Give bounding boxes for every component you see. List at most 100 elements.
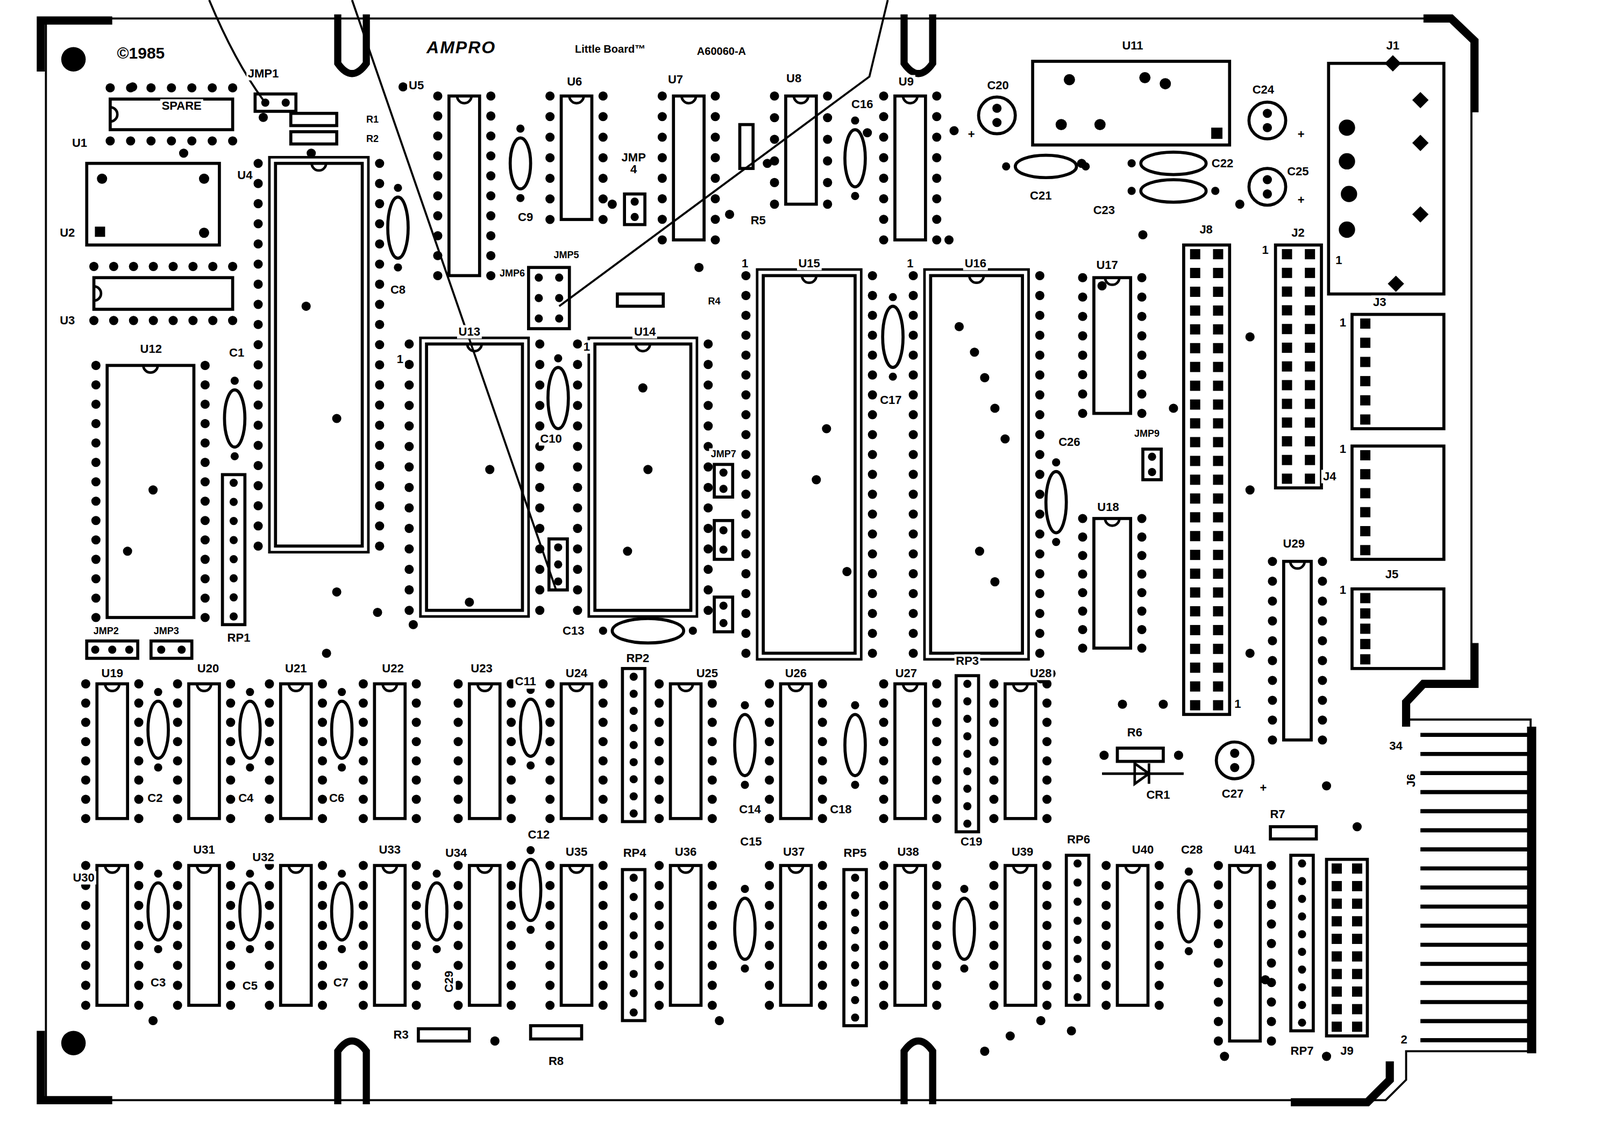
pad-dot <box>1077 158 1087 168</box>
header-pin <box>1360 623 1371 634</box>
pad-dot <box>545 960 555 970</box>
header-pin <box>1352 863 1363 874</box>
jumper-frame <box>714 520 733 560</box>
pad-dot <box>1138 230 1148 240</box>
pad-dot <box>629 969 638 978</box>
chip-body <box>930 275 1023 653</box>
silkscreen-label: C9 <box>516 210 535 225</box>
pad-dot <box>1267 695 1277 705</box>
jumper-block <box>151 641 192 659</box>
pad-dot <box>868 549 878 559</box>
pad-dot <box>1035 549 1045 559</box>
pad-dot <box>225 717 236 727</box>
pad-dot <box>1267 1036 1277 1046</box>
dip-chip <box>764 679 828 824</box>
pad-dot <box>1229 762 1240 772</box>
header-pin <box>1282 267 1293 279</box>
pad-dot <box>374 179 384 189</box>
pad-dot <box>944 235 954 245</box>
pad-dot <box>630 197 639 206</box>
pad-dot <box>337 869 346 878</box>
pad-dot <box>200 573 210 583</box>
pad-dot <box>764 813 774 823</box>
pad-dot <box>572 441 582 451</box>
pad-dot <box>1078 350 1088 360</box>
pad-dot <box>486 131 496 141</box>
pad-dot <box>432 190 443 201</box>
pad-dot <box>629 706 638 715</box>
capacitor <box>1127 152 1220 175</box>
header-pin <box>1304 436 1315 447</box>
pad-dot <box>264 900 274 910</box>
pad-dot <box>1317 576 1327 586</box>
pad-dot <box>850 926 859 935</box>
pad-dot <box>258 112 268 123</box>
silkscreen-label: U18 <box>1095 500 1121 514</box>
pad-dot <box>879 775 889 785</box>
pad-dot <box>932 698 942 708</box>
silkscreen-label: U25 <box>694 666 720 681</box>
pad-dot <box>740 884 749 893</box>
pad-dot <box>707 698 717 708</box>
pad-dot <box>411 960 422 970</box>
header-pin <box>1212 286 1223 297</box>
pad-dot <box>1340 185 1357 202</box>
pad-dot <box>1139 72 1151 84</box>
silkscreen-label: U12 <box>138 342 164 356</box>
pad-dot <box>506 736 516 746</box>
silkscreen-label: 1 <box>395 352 405 366</box>
pad-dot <box>358 756 368 766</box>
silkscreen-label: J4 <box>1321 470 1338 484</box>
pad-dot <box>989 960 999 970</box>
silkscreen-label: J8 <box>1197 222 1214 237</box>
pad-dot <box>868 290 878 301</box>
dip-chip <box>173 861 236 1011</box>
pad-dot <box>598 215 608 225</box>
pad-dot <box>81 775 91 785</box>
pad-dot <box>741 588 751 599</box>
pad-dot <box>105 83 115 93</box>
pad-dot <box>707 736 717 746</box>
electrolytic-capacitor <box>1248 168 1286 205</box>
silkscreen-label: C13 <box>560 623 586 638</box>
silkscreen-label: RP4 <box>621 846 649 860</box>
pad-dot <box>818 920 828 930</box>
pad-dot <box>229 612 238 621</box>
header-pin <box>1190 380 1201 391</box>
pad-dot <box>1035 350 1045 360</box>
pad-dot <box>764 920 774 930</box>
pad-dot <box>534 314 543 323</box>
chip-notch <box>477 865 493 873</box>
pad-dot <box>200 554 210 564</box>
chip-notch <box>104 683 120 691</box>
silkscreen-label: JMP 4 <box>617 151 650 176</box>
pad-dot <box>545 900 555 910</box>
header-pin <box>1212 568 1223 579</box>
chip-body <box>96 683 128 819</box>
pad-dot <box>607 199 617 209</box>
pad-dot <box>1036 1015 1046 1026</box>
dip-chip <box>879 679 942 824</box>
pad-dot <box>654 880 664 891</box>
pad-dot <box>486 91 496 101</box>
silkscreen-label: + <box>966 128 977 142</box>
edge-finger <box>1420 828 1529 833</box>
pad-dot <box>1213 977 1223 987</box>
pad-dot <box>91 496 101 506</box>
pad-dot <box>654 940 664 950</box>
pad-dot <box>638 383 648 393</box>
chip-notch <box>288 683 304 691</box>
pad-dot <box>253 380 263 390</box>
header-pin <box>1212 606 1223 617</box>
chip-notch <box>1013 865 1028 873</box>
pad-dot <box>654 813 664 823</box>
pad-dot <box>908 529 919 539</box>
pack-body <box>622 869 645 1021</box>
pad-dot <box>404 400 414 410</box>
pad-dot <box>932 794 942 804</box>
pad-dot <box>229 497 238 506</box>
pad-dot <box>486 111 496 121</box>
pad-dot <box>153 763 162 772</box>
silkscreen-label: 2 <box>1399 1033 1410 1047</box>
header-pin <box>1304 267 1315 279</box>
